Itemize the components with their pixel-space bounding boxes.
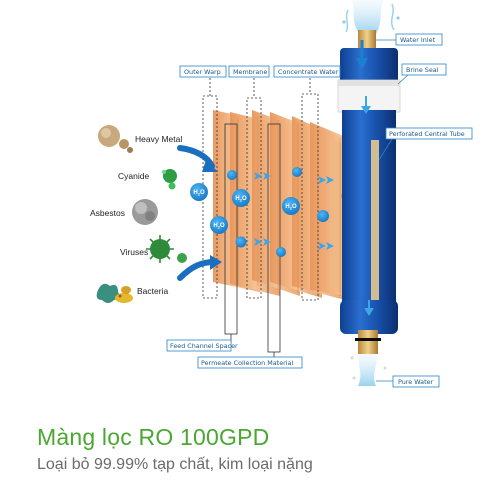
pollutant-heavy-metal: Heavy Metal [98,125,182,153]
droplet-dots [350,356,387,380]
svg-text:Cyanide: Cyanide [118,171,149,181]
svg-text:H2O: H2O [193,190,205,197]
pollutant-asbestos: Asbestos [90,199,158,225]
svg-text:H2O: H2O [285,204,297,211]
label-tags: Outer Warp Membrane Concentrate Water Wa… [166,33,473,388]
label-brine-seal: Brine Seal [397,63,447,85]
svg-text:Perforated Central Tube: Perforated Central Tube [389,130,465,138]
svg-text:Water Inlet: Water Inlet [400,36,436,44]
water-drop-icon: H2O [210,216,228,234]
product-subtitle: Loại bỏ 99.99% tạp chất, kim loại nặng [37,456,313,473]
pollutant-bacteria: Bacteria [96,283,168,303]
label-membrane: Membrane [228,65,270,78]
svg-text:Membrane: Membrane [233,68,267,76]
water-splash-icon [342,0,400,34]
svg-text:Asbestos: Asbestos [90,208,125,218]
water-drop-icon: H2O [232,189,250,207]
svg-text:Permeate Collection Material: Permeate Collection Material [201,359,293,367]
label-outer-warp: Outer Warp [179,65,227,78]
flow-chevrons [254,172,334,250]
inflow-arrows [177,145,222,281]
water-drop-icon: H2O [190,183,208,201]
ro-membrane-tube [337,30,401,386]
svg-text:Pure Water: Pure Water [398,378,434,386]
svg-text:Viruses: Viruses [120,247,148,257]
label-feed-channel-spacer: Feed Channel Spacer [166,339,238,352]
svg-text:Heavy Metal: Heavy Metal [135,134,182,144]
pollutant-cyanide: Cyanide [118,169,177,190]
label-water-inlet: Water Inlet [376,33,443,46]
svg-text:Brine Seal: Brine Seal [406,66,439,74]
pollutant-viruses: Viruses [120,235,187,263]
product-title: Màng lọc RO 100GPD [37,424,270,450]
label-concentrate-water: Concentrate Water [273,65,341,78]
water-drop-icon: H2O [282,197,300,215]
ro-membrane-diagram: H2O H2O H2O H2O H2O H2O [90,0,473,388]
label-pure-water: Pure Water [376,375,440,388]
label-perforated-central-tube: Perforated Central Tube [378,127,473,161]
label-permeate-collection-material: Permeate Collection Material [197,356,303,369]
svg-text:H2O: H2O [235,196,247,203]
svg-text:Feed Channel Spacer: Feed Channel Spacer [170,342,238,350]
svg-text:Concentrate Water: Concentrate Water [278,68,339,76]
svg-text:Bacteria: Bacteria [137,286,168,296]
svg-text:Outer Warp: Outer Warp [184,68,221,76]
svg-text:H2O: H2O [213,223,225,230]
